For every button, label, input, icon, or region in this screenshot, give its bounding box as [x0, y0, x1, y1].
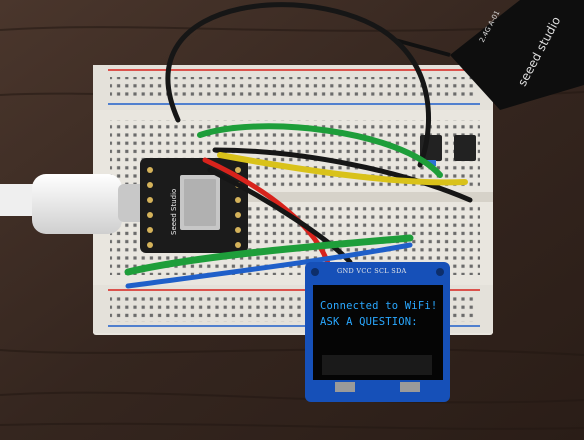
- board-brand: Seeed Studio: [170, 188, 178, 235]
- oled-line-2: ASK A QUESTION:: [320, 316, 418, 328]
- oled-pin-labels: GND VCC SCL SDA: [337, 267, 407, 275]
- black-wire-loop: [165, 2, 431, 168]
- oled-line-1: Connected to WiFi!: [320, 300, 438, 312]
- green-wire-top: [197, 123, 443, 178]
- oled-module: [305, 262, 450, 402]
- blue-wire: [125, 242, 413, 289]
- jumper-wires: [124, 2, 473, 289]
- microcontroller-board: [140, 158, 248, 253]
- antenna-module: [394, 0, 584, 110]
- black-wire-oled: [207, 167, 353, 265]
- yellow-wire: [217, 152, 468, 186]
- black-wire-long: [212, 147, 473, 203]
- green-wire-bottom: [124, 234, 414, 276]
- red-wire: [202, 157, 333, 273]
- usb-c-cable: [0, 174, 146, 234]
